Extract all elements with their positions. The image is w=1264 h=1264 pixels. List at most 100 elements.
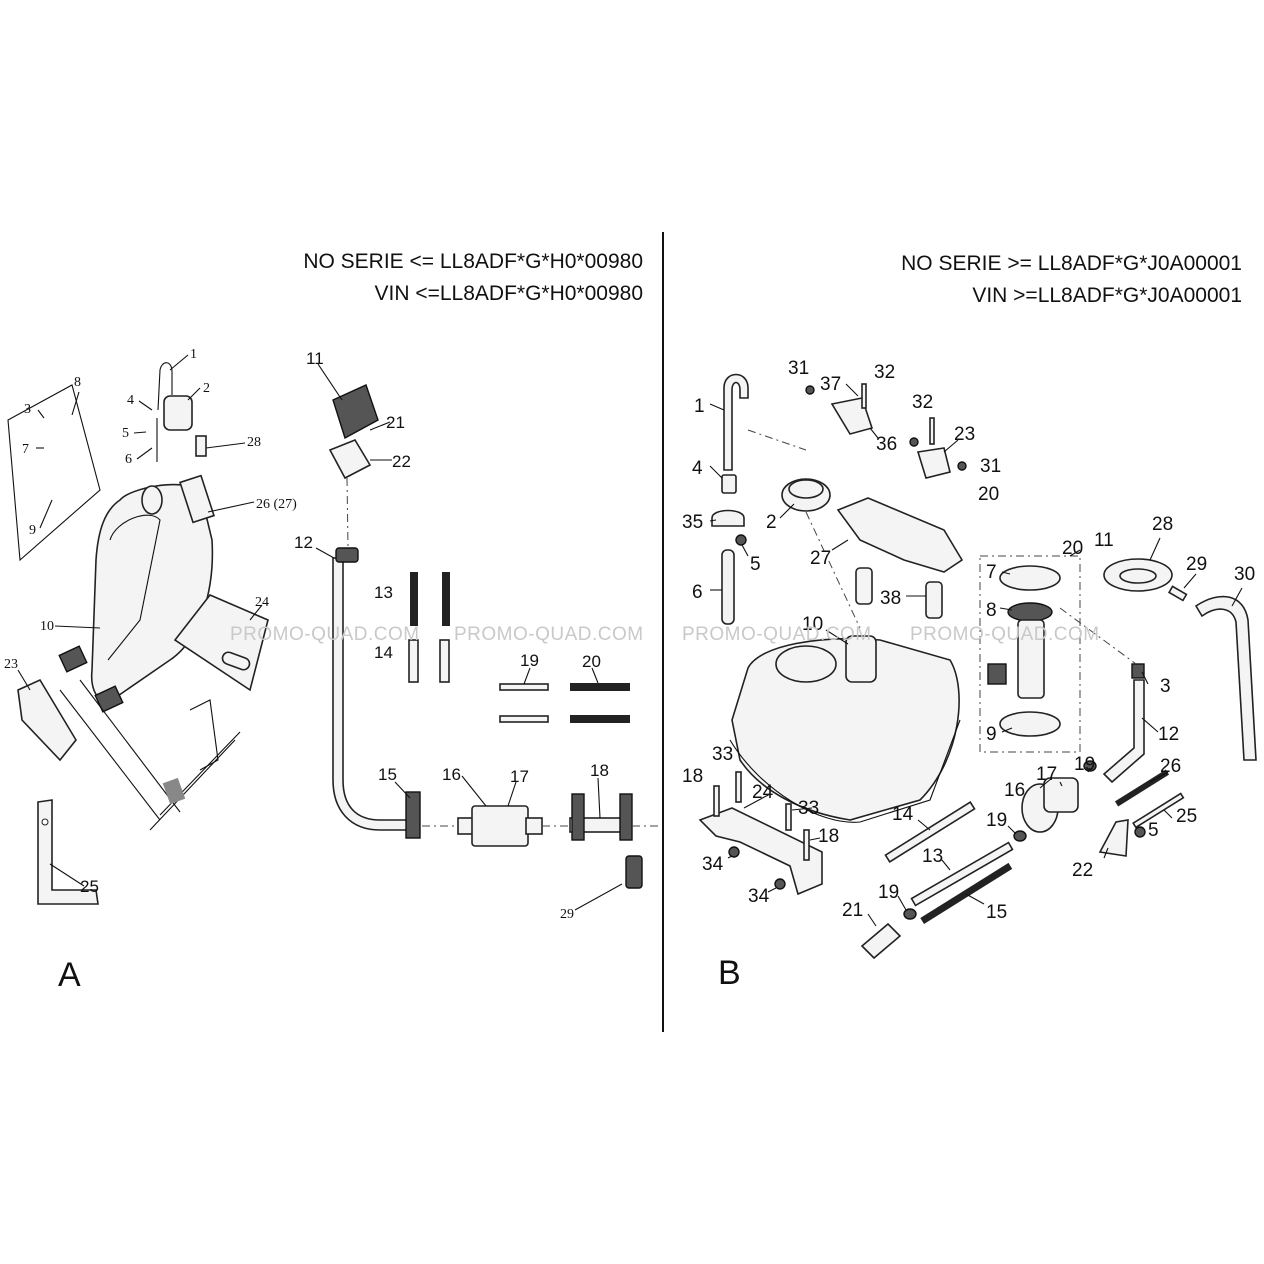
vent-hose-1-b <box>723 373 749 471</box>
callout-b-22: 22 <box>1072 860 1093 881</box>
panel-b-serial-range: NO SERIE >= LL8ADF*G*J0A00001 <box>901 252 1242 275</box>
watermark-2: PROMO-QUAD.COM <box>454 624 644 645</box>
bracket-26-a <box>179 474 215 524</box>
callout-b-34a: 34 <box>702 854 724 875</box>
callout-b-7: 7 <box>986 562 997 583</box>
callout-a-20: 20 <box>582 652 601 671</box>
callout-b-5b: 5 <box>1148 820 1159 841</box>
callout-b-19a: 19 <box>1074 754 1095 775</box>
filler-neck-a <box>141 485 163 515</box>
panel-b-leaders <box>709 383 1243 927</box>
callout-b-38: 38 <box>880 588 901 609</box>
spacer-38-right <box>925 581 943 619</box>
callout-a-6: 6 <box>125 452 132 467</box>
sleeve-14-right <box>439 639 450 683</box>
sleeve-14-left <box>408 639 419 683</box>
connector-21-b <box>860 922 902 960</box>
fuel-tank-a <box>90 483 214 702</box>
callout-a-2: 2 <box>203 381 210 396</box>
callout-a-7: 7 <box>22 442 29 457</box>
panel-a-header: NO SERIE <= LL8ADF*G*H0*00980 VIN <=LL8A… <box>303 246 643 310</box>
callout-a-19: 19 <box>520 651 539 670</box>
filter-stub-right <box>525 817 543 835</box>
panel-b-vin-range: VIN >=LL8ADF*G*J0A00001 <box>972 284 1242 307</box>
bolt-18-b1 <box>713 785 720 817</box>
callout-a-13: 13 <box>374 583 393 602</box>
callout-b-16: 16 <box>1004 780 1025 801</box>
callout-b-12: 12 <box>1158 724 1179 745</box>
fuel-line-12-b <box>1102 679 1145 784</box>
connector-29-a <box>625 855 643 889</box>
bolt-28-a <box>195 435 207 457</box>
callout-b-31b: 31 <box>980 456 1001 477</box>
spring-20-top <box>570 683 630 691</box>
callout-b-21: 21 <box>842 900 863 921</box>
callout-b-29: 29 <box>1186 554 1207 575</box>
callout-a-18: 18 <box>590 761 609 780</box>
check-valve-4-b <box>721 474 737 494</box>
callout-b-15: 15 <box>986 902 1007 923</box>
callout-b-13: 13 <box>922 846 943 867</box>
callout-b-3: 3 <box>1160 676 1171 697</box>
clip-35-b <box>711 509 745 527</box>
watermark: PROMO-QUAD.COM PROMO-QUAD.COM PROMO-QUAD… <box>230 624 1099 645</box>
callout-a-16: 16 <box>442 765 461 784</box>
clamp-15-a <box>405 791 421 839</box>
centerline-a1 <box>346 477 349 549</box>
pipe-13-b <box>910 841 1014 907</box>
nut-31-b1 <box>805 385 815 395</box>
fuel-tank-a-inner <box>107 514 161 661</box>
panel-b-letter: B <box>718 954 741 992</box>
bolt-32-b1 <box>861 383 867 409</box>
spring-13-right <box>442 572 450 626</box>
gasket-9-b <box>999 711 1061 737</box>
callout-a-8: 8 <box>74 375 81 390</box>
pipe-25-b <box>1132 792 1185 829</box>
clamp-18-left <box>571 793 585 841</box>
bolt-32-b2 <box>929 417 935 445</box>
nipple-29-b <box>1167 585 1188 602</box>
panel-a-callouts: 1 2 3 4 5 6 7 8 9 10 11 12 13 14 15 16 1… <box>4 347 609 922</box>
tank-opening-b <box>775 645 837 683</box>
bracket-22-b <box>1098 819 1129 857</box>
spring-15-b <box>920 862 1013 924</box>
fuel-filter-16-a <box>471 805 529 847</box>
nut-31-b2 <box>957 461 967 471</box>
callout-a-11: 11 <box>306 349 324 368</box>
callout-b-33b: 33 <box>798 798 819 819</box>
nut-34-b2 <box>774 878 786 890</box>
fuel-line-12-a <box>332 557 413 831</box>
callout-a-5: 5 <box>122 426 129 441</box>
callout-b-19b: 19 <box>986 810 1007 831</box>
tank-flange-b <box>729 719 961 823</box>
callout-b-10: 10 <box>802 614 823 635</box>
callout-a-9: 9 <box>29 523 36 538</box>
clamp-19-b2 <box>1013 830 1027 842</box>
callout-a-10: 10 <box>40 619 54 634</box>
cap-assembly-outline <box>7 384 101 562</box>
callout-b-11: 11 <box>1094 530 1114 551</box>
centerline-b1 <box>747 429 807 451</box>
screw-5-b1 <box>735 534 747 546</box>
tank-bracket-27-b <box>836 497 964 573</box>
callout-b-6: 6 <box>692 582 703 603</box>
callout-a-23: 23 <box>4 657 18 672</box>
callout-b-17: 17 <box>1036 764 1057 785</box>
bracket-23-b <box>916 447 951 479</box>
cup-28-b-inner <box>1119 568 1157 584</box>
callout-b-20b: 20 <box>1062 538 1083 559</box>
frame-rail-1 <box>59 689 161 821</box>
screw-5-b2 <box>1134 826 1146 838</box>
fuel-cap-2-a <box>163 395 193 431</box>
callout-a-21: 21 <box>386 413 405 432</box>
tank-strap-b <box>94 685 124 713</box>
callout-b-23: 23 <box>954 424 975 445</box>
callout-b-37: 37 <box>820 374 841 395</box>
callout-b-20a: 20 <box>978 484 999 505</box>
watermark-3: PROMO-QUAD.COM <box>682 624 872 645</box>
callout-b-2: 2 <box>766 512 777 533</box>
callout-a-14: 14 <box>374 643 393 662</box>
callout-b-31a: 31 <box>788 358 809 379</box>
bracket-25-hole <box>41 818 49 826</box>
callout-a-28: 28 <box>247 435 261 450</box>
